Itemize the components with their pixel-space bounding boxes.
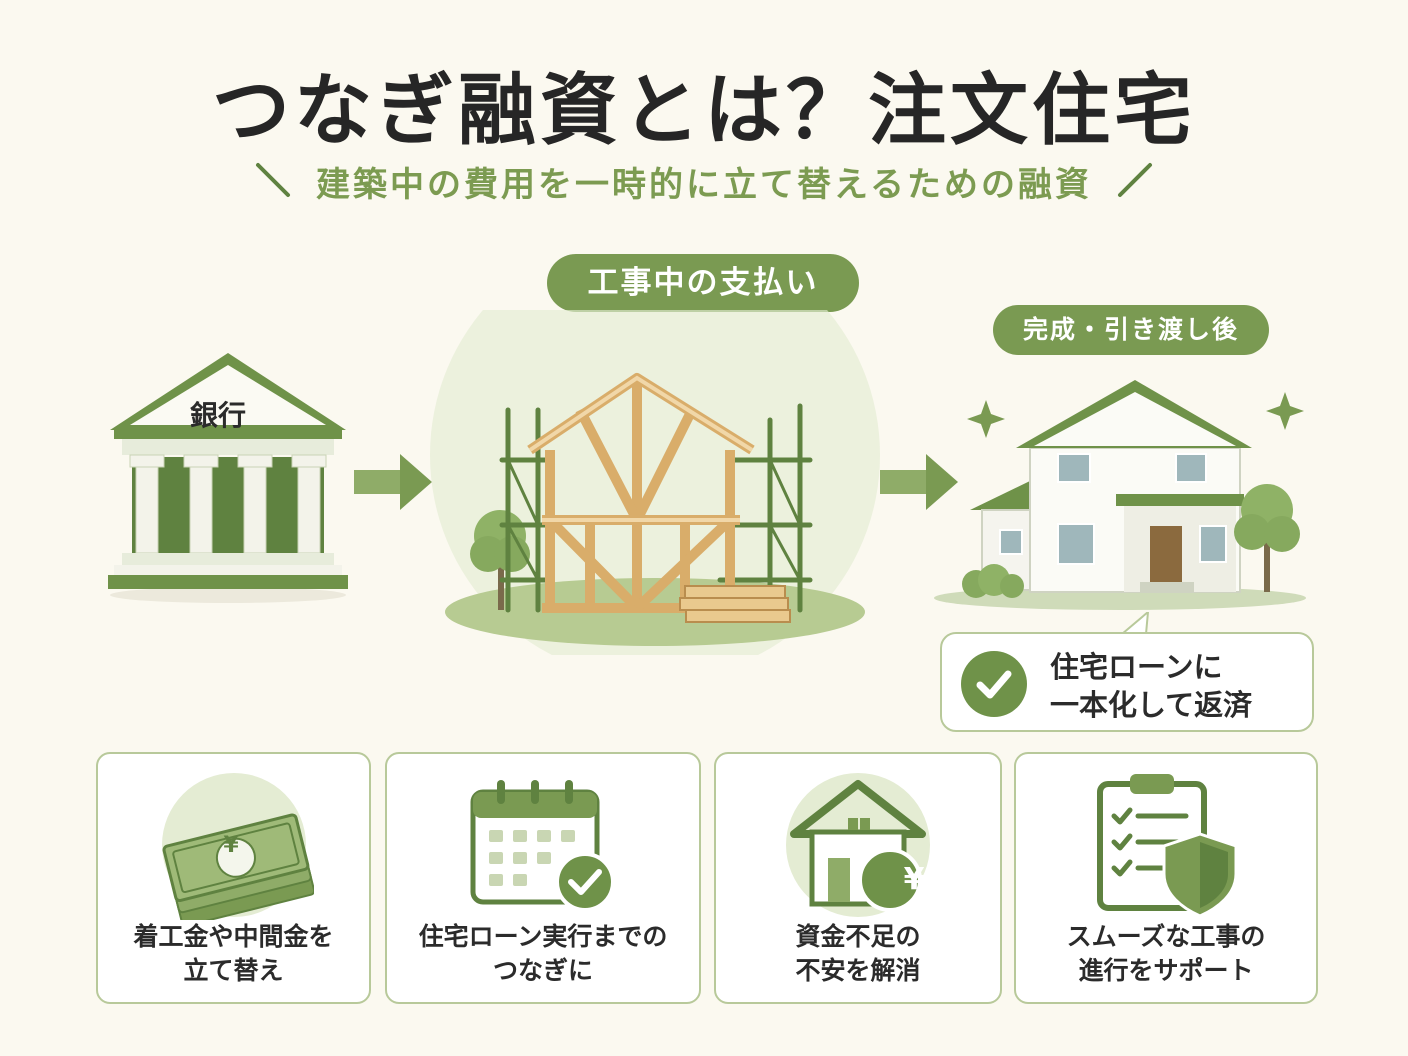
bank-label: 銀行 [190, 399, 247, 432]
yen-symbol: ¥ [223, 833, 239, 858]
page-title: つなぎ融資とは？注文住宅 [211, 66, 1196, 156]
benefit-card-smooth-construction: スムーズな工事の 進行をサポート [1014, 752, 1318, 1004]
yen-symbol: ¥ [903, 862, 925, 897]
benefit-card-bridge-until-loan: 住宅ローン実行までの つなぎに [385, 752, 701, 1004]
construction-payment-label: 工事中の支払い [547, 254, 859, 312]
benefit-text-smooth-construction: スムーズな工事の 進行をサポート [1066, 922, 1266, 985]
benefit-text-bridge-until-loan: 住宅ローン実行までの つなぎに [418, 922, 668, 985]
bank-building-icon [108, 353, 348, 603]
loan-consolidation-note: 住宅ローンに 一本化して返済 [940, 632, 1314, 732]
check-circle-icon [961, 651, 1027, 717]
completed-house-icon [934, 380, 1306, 610]
completion-handover-label: 完成・引き渡し後 [993, 305, 1269, 355]
clipboard-shield-icon [1097, 774, 1238, 918]
right-accent-slash-icon [1117, 163, 1152, 197]
benefit-card-advance-payment: ¥ 着工金や中間金を 立て替え [96, 752, 371, 1004]
benefit-text-relieve-fund-shortage: 資金不足の 不安を解消 [795, 922, 921, 985]
left-accent-slash-icon [256, 163, 290, 197]
arrow-right-icon [880, 454, 958, 510]
subtitle-row: 建築中の費用を一時的に立て替えるための融資 [0, 156, 1408, 206]
loan-consolidation-text: 住宅ローンに 一本化して返済 [1050, 650, 1253, 722]
arrow-right-icon [354, 454, 432, 510]
benefit-card-relieve-fund-shortage: ¥ 資金不足の 不安を解消 [714, 752, 1002, 1004]
page-subtitle: 建築中の費用を一時的に立て替えるための融資 [316, 164, 1092, 205]
benefit-text-advance-payment: 着工金や中間金を 立て替え [133, 922, 334, 985]
calendar-check-icon [470, 780, 615, 912]
house-yen-icon [786, 773, 930, 917]
house-under-construction-icon [430, 310, 880, 655]
yen-banknotes-icon: ¥ [161, 773, 314, 920]
